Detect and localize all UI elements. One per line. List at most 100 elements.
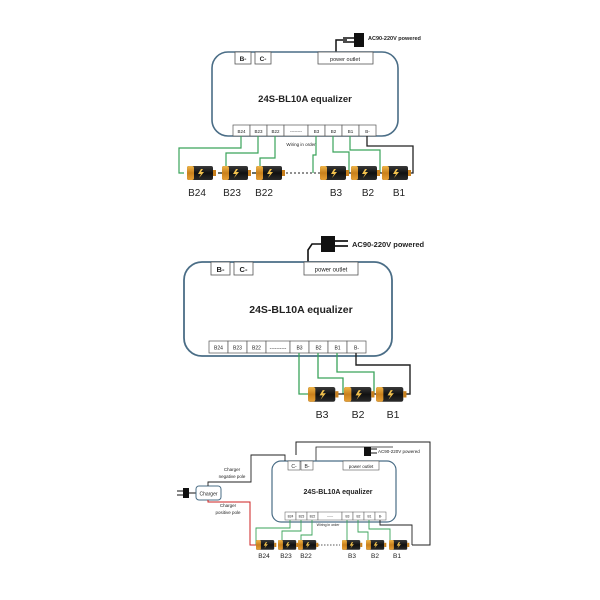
power-outlet: [303, 261, 359, 276]
battery-label: B2: [362, 188, 375, 199]
c-minus-terminal: [287, 460, 301, 471]
diagram-2: AC90-220V powered B- C- power outlet 24S…: [183, 236, 425, 421]
svg-text:power outlet: power outlet: [315, 268, 348, 274]
battery-icon: [256, 166, 285, 180]
svg-text:----------: ----------: [270, 346, 287, 352]
c-minus-terminal: [233, 261, 254, 276]
wiring-note: Wiring in order: [317, 523, 341, 527]
battery-label: B23: [280, 553, 292, 560]
plug-icon: [364, 447, 377, 456]
balance-wires: [298, 353, 375, 395]
battery-label: B24: [258, 553, 270, 560]
battery-label: B22: [300, 553, 312, 560]
battery-icon: [222, 166, 251, 180]
battery-icon: [382, 166, 411, 180]
svg-text:B-: B-: [354, 346, 359, 352]
b-minus-terminal: [210, 261, 231, 276]
battery-icon: [389, 540, 410, 550]
power-text: AC90-220V powered: [378, 449, 420, 454]
battery-label: B23: [223, 188, 241, 199]
b-minus-terminal: [234, 51, 252, 65]
svg-text:B23: B23: [233, 346, 242, 352]
svg-text:B22: B22: [310, 515, 316, 519]
svg-text:C-: C-: [240, 265, 248, 274]
power-outlet: [342, 460, 380, 471]
svg-text:B22: B22: [271, 129, 280, 134]
svg-text:C-: C-: [260, 56, 267, 63]
svg-text:B24: B24: [288, 515, 294, 519]
diagram-3: AC90-220V powered C- B- power outlet 24S…: [177, 441, 431, 560]
plug-icon: [335, 33, 364, 53]
charger-positive-wire: [207, 500, 256, 546]
battery-icon: [320, 166, 349, 180]
svg-text:B24: B24: [237, 129, 246, 134]
equalizer-title: 24S-BL10A equalizer: [304, 489, 373, 496]
battery-icon: [278, 540, 299, 550]
svg-text:B3: B3: [314, 129, 320, 134]
terminal-strip: B24 B23 B22 ---------- B3 B2 B1 B-: [208, 340, 367, 354]
b-minus-terminal: [300, 460, 314, 471]
power-text: AC90-220V powered: [352, 240, 425, 249]
svg-text:------: ------: [327, 515, 333, 519]
battery-label: B1: [393, 553, 401, 560]
svg-text:power outlet: power outlet: [330, 57, 360, 63]
battery-icon: [256, 540, 277, 550]
svg-text:B-: B-: [379, 515, 382, 519]
svg-text:B2: B2: [315, 346, 321, 352]
charger-positive-label: Charger: [220, 503, 237, 508]
battery-icon: [376, 387, 407, 402]
svg-text:B-: B-: [365, 129, 370, 134]
svg-text:B24: B24: [214, 346, 223, 352]
power-text: AC90-220V powered: [368, 36, 421, 42]
charger-negative-wire: [207, 454, 286, 486]
svg-text:B-: B-: [217, 265, 225, 274]
battery-icon: [344, 387, 375, 402]
charger-plug-icon: [177, 488, 196, 498]
equalizer-box: [271, 460, 397, 523]
outer-b-minus-wire: [295, 441, 431, 546]
svg-text:B23: B23: [299, 515, 305, 519]
svg-text:power outlet: power outlet: [349, 464, 374, 469]
battery-label: B3: [316, 409, 329, 421]
battery-label: B1: [387, 409, 400, 421]
battery-label: B22: [255, 188, 273, 199]
svg-text:C-: C-: [291, 464, 297, 470]
svg-text:B1: B1: [348, 129, 354, 134]
battery-icon: [342, 540, 363, 550]
svg-text:B3: B3: [346, 515, 350, 519]
battery-label: B2: [352, 409, 365, 421]
wiring-note: Wiring in order: [286, 142, 316, 147]
svg-text:B2: B2: [357, 515, 361, 519]
svg-text:Charger: Charger: [199, 492, 217, 498]
charger-negative-label: Charger: [224, 467, 241, 472]
battery-icon: [298, 540, 319, 550]
equalizer-title: 24S-BL10A equalizer: [249, 304, 352, 316]
svg-text:B2: B2: [331, 129, 337, 134]
power-outlet: [317, 51, 374, 65]
battery-icon: [366, 540, 387, 550]
equalizer-box: [183, 261, 393, 357]
battery-label: B3: [348, 553, 356, 560]
terminal-strip: B24 B23 B22 -------- B3 B2 B1 B-: [232, 124, 377, 137]
b-minus-wire: [355, 353, 411, 395]
battery-label: B1: [393, 188, 406, 199]
battery-icon: [308, 387, 339, 402]
battery-label: B2: [371, 553, 379, 560]
battery-icon: [351, 166, 380, 180]
battery-label: B3: [330, 188, 343, 199]
battery-icon: [187, 166, 216, 180]
plug-icon: [307, 236, 348, 262]
b-minus-wire: [366, 136, 414, 174]
svg-text:B1: B1: [334, 346, 340, 352]
svg-text:B23: B23: [254, 129, 263, 134]
diagram-1: AC90-220V powered B- C- power outlet 24S…: [178, 33, 421, 199]
battery-label: B24: [188, 188, 206, 199]
svg-text:B22: B22: [252, 346, 261, 352]
equalizer-title: 24S-BL10A equalizer: [258, 94, 352, 105]
svg-text:--------: --------: [290, 129, 302, 134]
svg-text:B-: B-: [240, 56, 247, 63]
c-minus-terminal: [254, 51, 272, 65]
charger-negative-label: negative pole: [219, 474, 246, 479]
svg-text:B-: B-: [305, 464, 310, 470]
